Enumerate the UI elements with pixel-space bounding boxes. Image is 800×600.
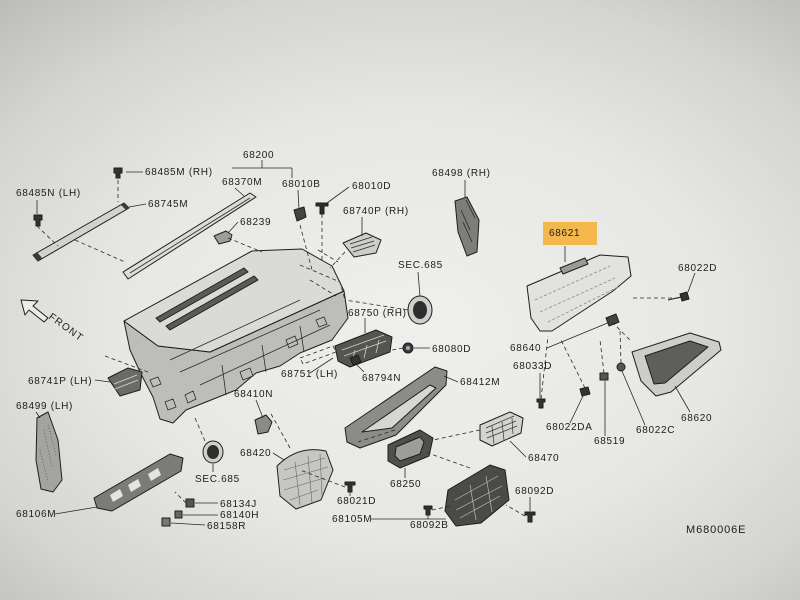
callout-68140h: 68140H	[220, 510, 259, 521]
callout-68751: 68751 (LH)	[281, 369, 338, 380]
part-68239-bracket	[213, 230, 233, 245]
callout-sec685-upper: SEC.685	[398, 260, 443, 271]
part-68412m-panel-face	[361, 384, 437, 433]
callout-68250: 68250	[390, 479, 421, 490]
callout-68080d: 68080D	[432, 344, 471, 355]
part-68250-cluster-lid-window	[394, 436, 425, 462]
part-68640-striker	[605, 313, 620, 327]
part-68498-side-bracket-ribs	[460, 199, 476, 243]
part-sec685-upper-duct-opening	[413, 301, 427, 319]
part-68022c-washer	[616, 362, 626, 372]
callout-68105m: 68105M	[332, 514, 372, 525]
part-68420-meter-hood	[276, 449, 334, 510]
callout-68412m: 68412M	[460, 377, 500, 388]
part-68750-bracket	[334, 329, 393, 368]
part-68499-side-cover-texture	[39, 424, 57, 483]
part-68498-side-bracket	[454, 196, 480, 257]
callout-68134j: 68134J	[220, 499, 257, 510]
callout-68750: 68750 (RH)	[348, 308, 407, 319]
part-68741p-vent-louvers	[113, 374, 139, 390]
part-68092d-clip	[524, 511, 536, 523]
connector-dashed-lines	[36, 180, 680, 517]
callout-68620: 68620	[681, 413, 712, 424]
callout-68740p: 68740P (RH)	[343, 206, 409, 217]
part-68134j-clip	[185, 498, 195, 508]
part-68200-defroster-slots	[155, 267, 259, 331]
parts-layer	[20, 167, 722, 527]
callout-68022d: 68022D	[678, 263, 717, 274]
callout-68092b: 68092B	[410, 520, 449, 531]
part-68200-panel-top	[123, 248, 345, 353]
callout-68410n: 68410N	[234, 389, 273, 400]
callout-labels: 68200 68485M (RH) 68370M 68010B 68010D 6…	[16, 150, 746, 536]
part-68022d-bolt	[667, 291, 690, 302]
part-68740p-vent-louvers	[349, 236, 376, 253]
part-68485n-clip	[33, 214, 43, 227]
callout-68370m: 68370M	[222, 177, 262, 188]
part-68033d-clip	[536, 398, 546, 409]
part-68745m-strip	[32, 202, 130, 262]
callout-68420: 68420	[240, 448, 271, 459]
part-68519-clip	[599, 372, 609, 381]
part-68485m-clip	[113, 167, 123, 179]
callout-68741p: 68741P (LH)	[28, 376, 92, 387]
callout-68092d: 68092D	[515, 486, 554, 497]
part-68621-glove-box-lid	[526, 254, 632, 332]
front-direction-label: FRONT	[46, 312, 85, 345]
part-68158r-clip	[161, 517, 171, 527]
part-68470-box-grid	[485, 415, 518, 445]
callout-68485n: 68485N (LH)	[16, 188, 81, 199]
drawing-code: M680006E	[686, 524, 746, 536]
callout-68106m: 68106M	[16, 509, 56, 520]
part-68420-meter-hood-mesh	[282, 453, 329, 506]
part-68021d-screw	[344, 481, 356, 493]
callout-68010b: 68010B	[282, 179, 321, 190]
part-68621-glove-box-contours	[534, 265, 621, 323]
part-68140h-clip	[174, 510, 183, 519]
callout-68519: 68519	[594, 436, 625, 447]
part-68370m-strip-edge	[129, 197, 251, 274]
part-68794n-clip	[349, 354, 362, 366]
leader-lines	[35, 160, 696, 526]
callout-sec685-lower: SEC.685	[195, 474, 240, 485]
part-68022da-bolt	[579, 386, 591, 397]
part-68499-side-cover	[35, 411, 63, 493]
callout-68640: 68640	[510, 343, 541, 354]
callout-68485m: 68485M (RH)	[145, 167, 213, 178]
callout-68239: 68239	[240, 217, 271, 228]
callout-68470: 68470	[528, 453, 559, 464]
part-68751-bracket	[299, 345, 337, 365]
part-68010d-fastener	[315, 202, 329, 215]
callout-68200: 68200	[243, 150, 274, 161]
callout-68745m: 68745M	[148, 199, 188, 210]
callout-68158r: 68158R	[207, 521, 246, 532]
part-68080d-nut-hole	[406, 346, 410, 350]
part-68741p-vent	[107, 367, 143, 397]
part-68620-glove-box-bin-interior	[644, 340, 709, 385]
part-68105m-lower-panel-ribs	[454, 475, 503, 521]
part-68106m-cover-tabs	[110, 468, 161, 502]
callout-68021d: 68021D	[337, 496, 376, 507]
callout-68794n: 68794N	[362, 373, 401, 384]
callout-68022da: 68022DA	[546, 422, 593, 433]
callout-68499: 68499 (LH)	[16, 401, 73, 412]
part-68092b-clip	[423, 505, 433, 516]
callout-68498: 68498 (RH)	[432, 168, 491, 179]
callout-68621-highlighted: 68621	[549, 228, 580, 239]
callout-68033d: 68033D	[513, 361, 552, 372]
callout-68022c: 68022C	[636, 425, 675, 436]
part-68200-panel-frame-details	[149, 299, 331, 411]
part-68410n-bracket	[254, 414, 273, 435]
front-arrow-icon	[20, 299, 49, 323]
part-68105m-lower-panel	[444, 464, 510, 527]
highlight-marker	[543, 222, 597, 245]
callout-68010d: 68010D	[352, 181, 391, 192]
part-68470-box	[479, 411, 524, 447]
part-68621-glove-box-handle	[559, 257, 589, 275]
part-68200-panel-dashed-structure	[299, 249, 346, 301]
part-sec685-lower-duct-opening	[207, 445, 219, 459]
part-68750-bracket-ribs	[341, 334, 387, 363]
part-68010b-clip	[293, 206, 307, 222]
